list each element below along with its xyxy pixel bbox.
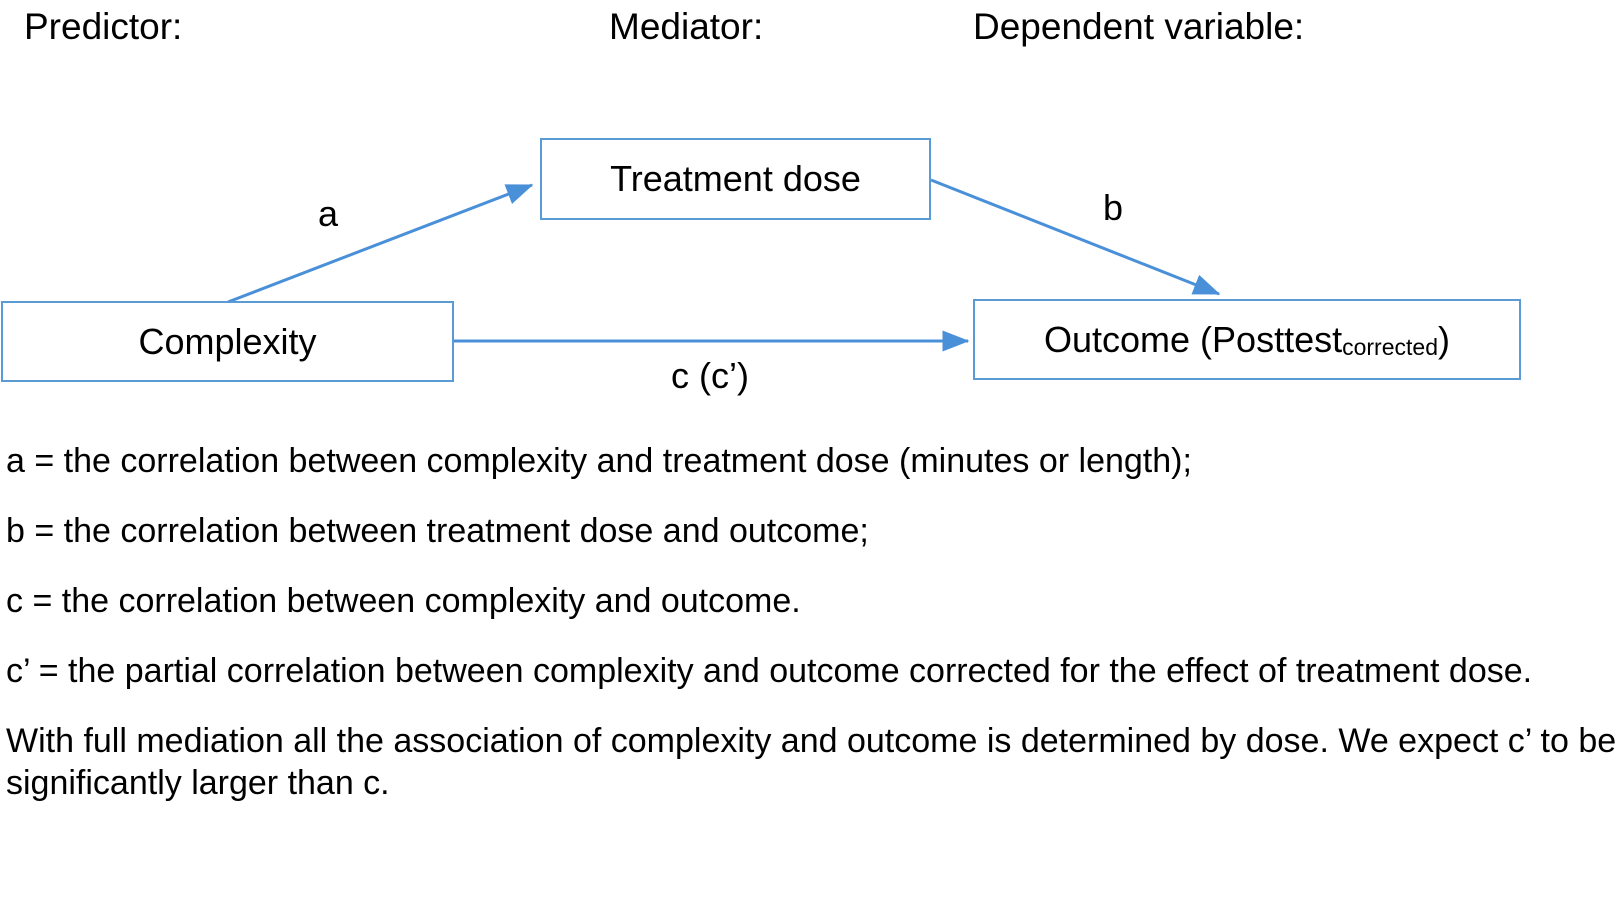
node-label-outcome-main: Outcome (Posttest	[1044, 318, 1343, 360]
node-label-outcome-subscript: corrected	[1342, 334, 1438, 360]
path-label-a: a	[318, 193, 339, 234]
legend-line-b: b = the correlation between treatment do…	[6, 512, 869, 550]
arrow-path-a	[227, 183, 534, 304]
path-label-b: b	[1103, 187, 1124, 228]
legend-line-a: a = the correlation between complexity a…	[6, 442, 1192, 480]
legend-line-c-prime: c’ = the partial correlation between com…	[6, 652, 1533, 690]
node-box-complexity[interactable]: Complexity	[1, 301, 454, 382]
path-label-c: c (c’)	[671, 355, 749, 396]
legend-line-c: c = the correlation between complexity a…	[6, 582, 801, 620]
node-label-treatment-dose: Treatment dose	[610, 158, 861, 199]
arrow-path-b	[930, 178, 1221, 296]
column-header-dependent-variable: Dependent variable:	[973, 6, 1305, 47]
node-label-complexity: Complexity	[138, 320, 317, 362]
legend-line-full-mediation: With full mediation all the association …	[6, 722, 1617, 802]
column-header-predictor: Predictor:	[24, 6, 183, 47]
column-header-mediator: Mediator:	[609, 6, 764, 47]
node-label-outcome-close-paren: )	[1437, 318, 1450, 360]
legend-block: a = the correlation between complexity a…	[6, 440, 1623, 804]
node-box-treatment-dose[interactable]: Treatment dose	[540, 138, 931, 220]
